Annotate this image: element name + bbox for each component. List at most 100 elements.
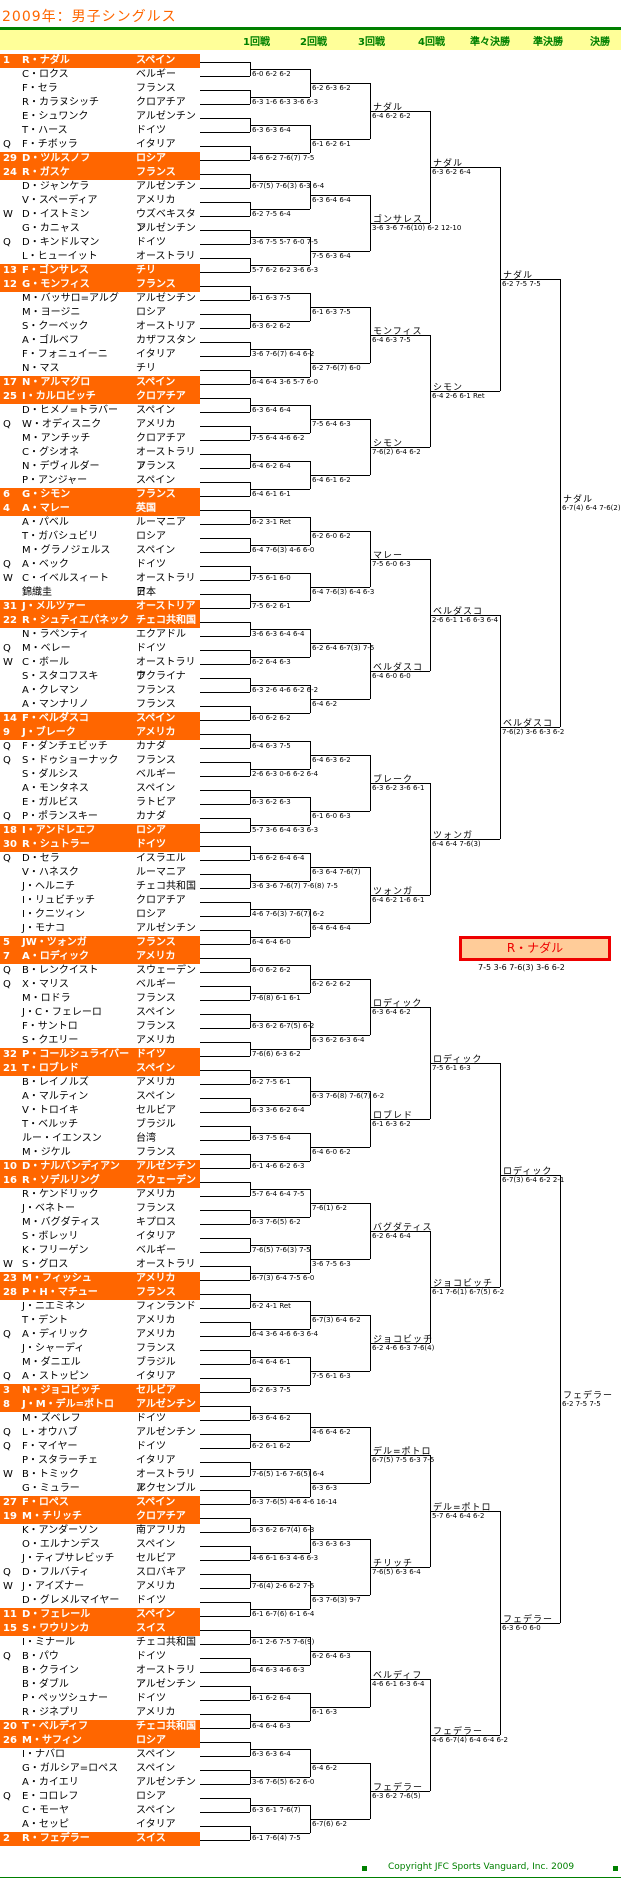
player-seed: 21 <box>3 1063 17 1074</box>
match-score: 6-3 6-3 6-4 <box>252 126 291 134</box>
bracket-line <box>430 615 500 616</box>
copyright: Copyright JFC Sports Vanguard, Inc. 2009 <box>388 1862 575 1872</box>
player-row: S・スタコフスキウクライナ <box>0 670 200 684</box>
player-name: A・カイエリ <box>22 1777 79 1788</box>
bracket-line <box>200 1224 250 1225</box>
player-country: スペイン <box>136 1063 176 1074</box>
match-winner: デル=ポトロ <box>433 1503 492 1513</box>
player-country: カザフスタン <box>136 335 196 346</box>
bracket-line <box>200 1280 250 1281</box>
player-row: S・クエリーアメリカ <box>0 1034 200 1048</box>
player-country: イタリア <box>136 1455 176 1466</box>
round-header-2: 2回戦 <box>300 37 327 48</box>
player-row: J・ニエミネンフィンランド <box>0 1300 200 1314</box>
match-winner: ゴンサレス <box>373 215 424 225</box>
bracket-line <box>250 769 310 770</box>
bracket-line <box>200 1812 250 1813</box>
match-score: 6-4 6-3 4-6 6-3 <box>252 1666 305 1674</box>
player-name: D・フルバティ <box>22 1567 90 1578</box>
player-name: R・ジネプリ <box>22 1707 79 1718</box>
player-name: ルー・イエンスン <box>22 1133 102 1144</box>
player-name: T・ハース <box>22 125 68 136</box>
player-row: I・リュビチッチクロアチア <box>0 894 200 908</box>
player-name: S・ドゥショーナック <box>22 755 119 766</box>
bracket-line <box>370 223 430 224</box>
bracket-line <box>250 881 310 882</box>
bracket-line <box>250 1049 310 1050</box>
player-seed: Q <box>3 1651 11 1662</box>
player-country: アルゼンチン <box>136 293 196 304</box>
player-country: ドイツ <box>136 1651 166 1662</box>
player-name: D・グレメルマイヤー <box>22 1595 120 1606</box>
player-name: I・カルロビッチ <box>22 391 96 402</box>
bracket-line <box>560 279 561 727</box>
bracket-line <box>250 1161 310 1162</box>
bracket-line <box>200 1756 250 1757</box>
player-row: D・グレメルマイヤードイツ <box>0 1594 200 1608</box>
match-winner: ジョコビッチ <box>433 1279 494 1289</box>
player-name: M・アンチッチ <box>22 433 91 444</box>
bracket-line <box>200 930 250 931</box>
player-row: E・ガルビスラトビア <box>0 796 200 810</box>
bracket-line <box>200 328 250 329</box>
bracket-line <box>200 1056 250 1057</box>
player-country: アメリカ <box>136 1273 176 1284</box>
bracket-line <box>250 657 310 658</box>
bracket-line <box>310 1035 370 1036</box>
player-country: イタリア <box>136 1371 176 1382</box>
match-score: 6-3 7-6(8) 7-6(7) 6-2 <box>312 1092 385 1100</box>
match-score: 6-1 6-3 7-5 <box>252 294 291 302</box>
player-name: F・サントロ <box>22 1021 78 1032</box>
match-winner: シモン <box>373 439 404 449</box>
bracket-line <box>370 783 430 784</box>
player-country: アルゼンチン <box>136 1777 196 1788</box>
player-name: M・ベレー <box>22 643 71 654</box>
player-seed: Q <box>3 853 11 864</box>
match-winner: シモン <box>433 383 464 393</box>
player-name: E・ガルビス <box>22 797 79 808</box>
bracket-line <box>250 349 310 350</box>
bracket-line <box>370 1231 430 1232</box>
match-score: 6-3 6-2 6-3 6-4 <box>312 1036 365 1044</box>
match-score: 6-2 6-2 6-2 <box>312 980 351 988</box>
bracket-line <box>200 972 250 973</box>
bracket-line <box>200 1126 250 1127</box>
player-seed: 14 <box>3 713 17 724</box>
player-seed: 24 <box>3 167 17 178</box>
player-country: ドイツ <box>136 1049 166 1060</box>
bracket-line <box>200 1700 250 1701</box>
bracket-line <box>430 1511 500 1512</box>
match-winner: ツォンガ <box>433 831 474 841</box>
player-country: アルゼンチン <box>136 1161 196 1172</box>
match-winner: フェデラー <box>373 1783 424 1793</box>
bracket-line <box>200 636 250 637</box>
match-score: 7-6(5) 1-6 7-6(5) 6-4 <box>252 1470 325 1478</box>
match-winner: ロディック <box>503 1167 553 1177</box>
bracket-line <box>200 1770 250 1771</box>
player-country: フランス <box>136 279 176 290</box>
bracket-line <box>200 818 250 819</box>
match-score: 6-3 6-4 6-4 <box>252 406 291 414</box>
bracket-line <box>310 195 370 196</box>
player-country: ルーマニア <box>136 867 186 878</box>
player-name: P・スタラーチェ <box>22 1455 99 1466</box>
bracket-line <box>370 335 430 336</box>
match-score: 6-3 1-6 6-3 3-6 6-3 <box>252 98 319 106</box>
bracket-line <box>250 965 310 966</box>
match-score: 6-3 6-2 6-3 <box>252 798 291 806</box>
bracket-line <box>200 944 250 945</box>
match-score: 6-2 6-4 6-3 <box>312 1652 351 1660</box>
player-name: R・ガスケ <box>22 167 70 178</box>
bracket-line <box>200 524 250 525</box>
player-name: D・ヒメノ=トラバー <box>22 405 118 416</box>
bracket-line <box>310 1483 370 1484</box>
bracket-line <box>310 83 370 84</box>
player-country: アルゼンチン <box>136 181 196 192</box>
player-name: N・ジョコビッチ <box>22 1385 101 1396</box>
match-score: 5-7 6-2 6-2 3-6 6-3 <box>252 266 319 274</box>
